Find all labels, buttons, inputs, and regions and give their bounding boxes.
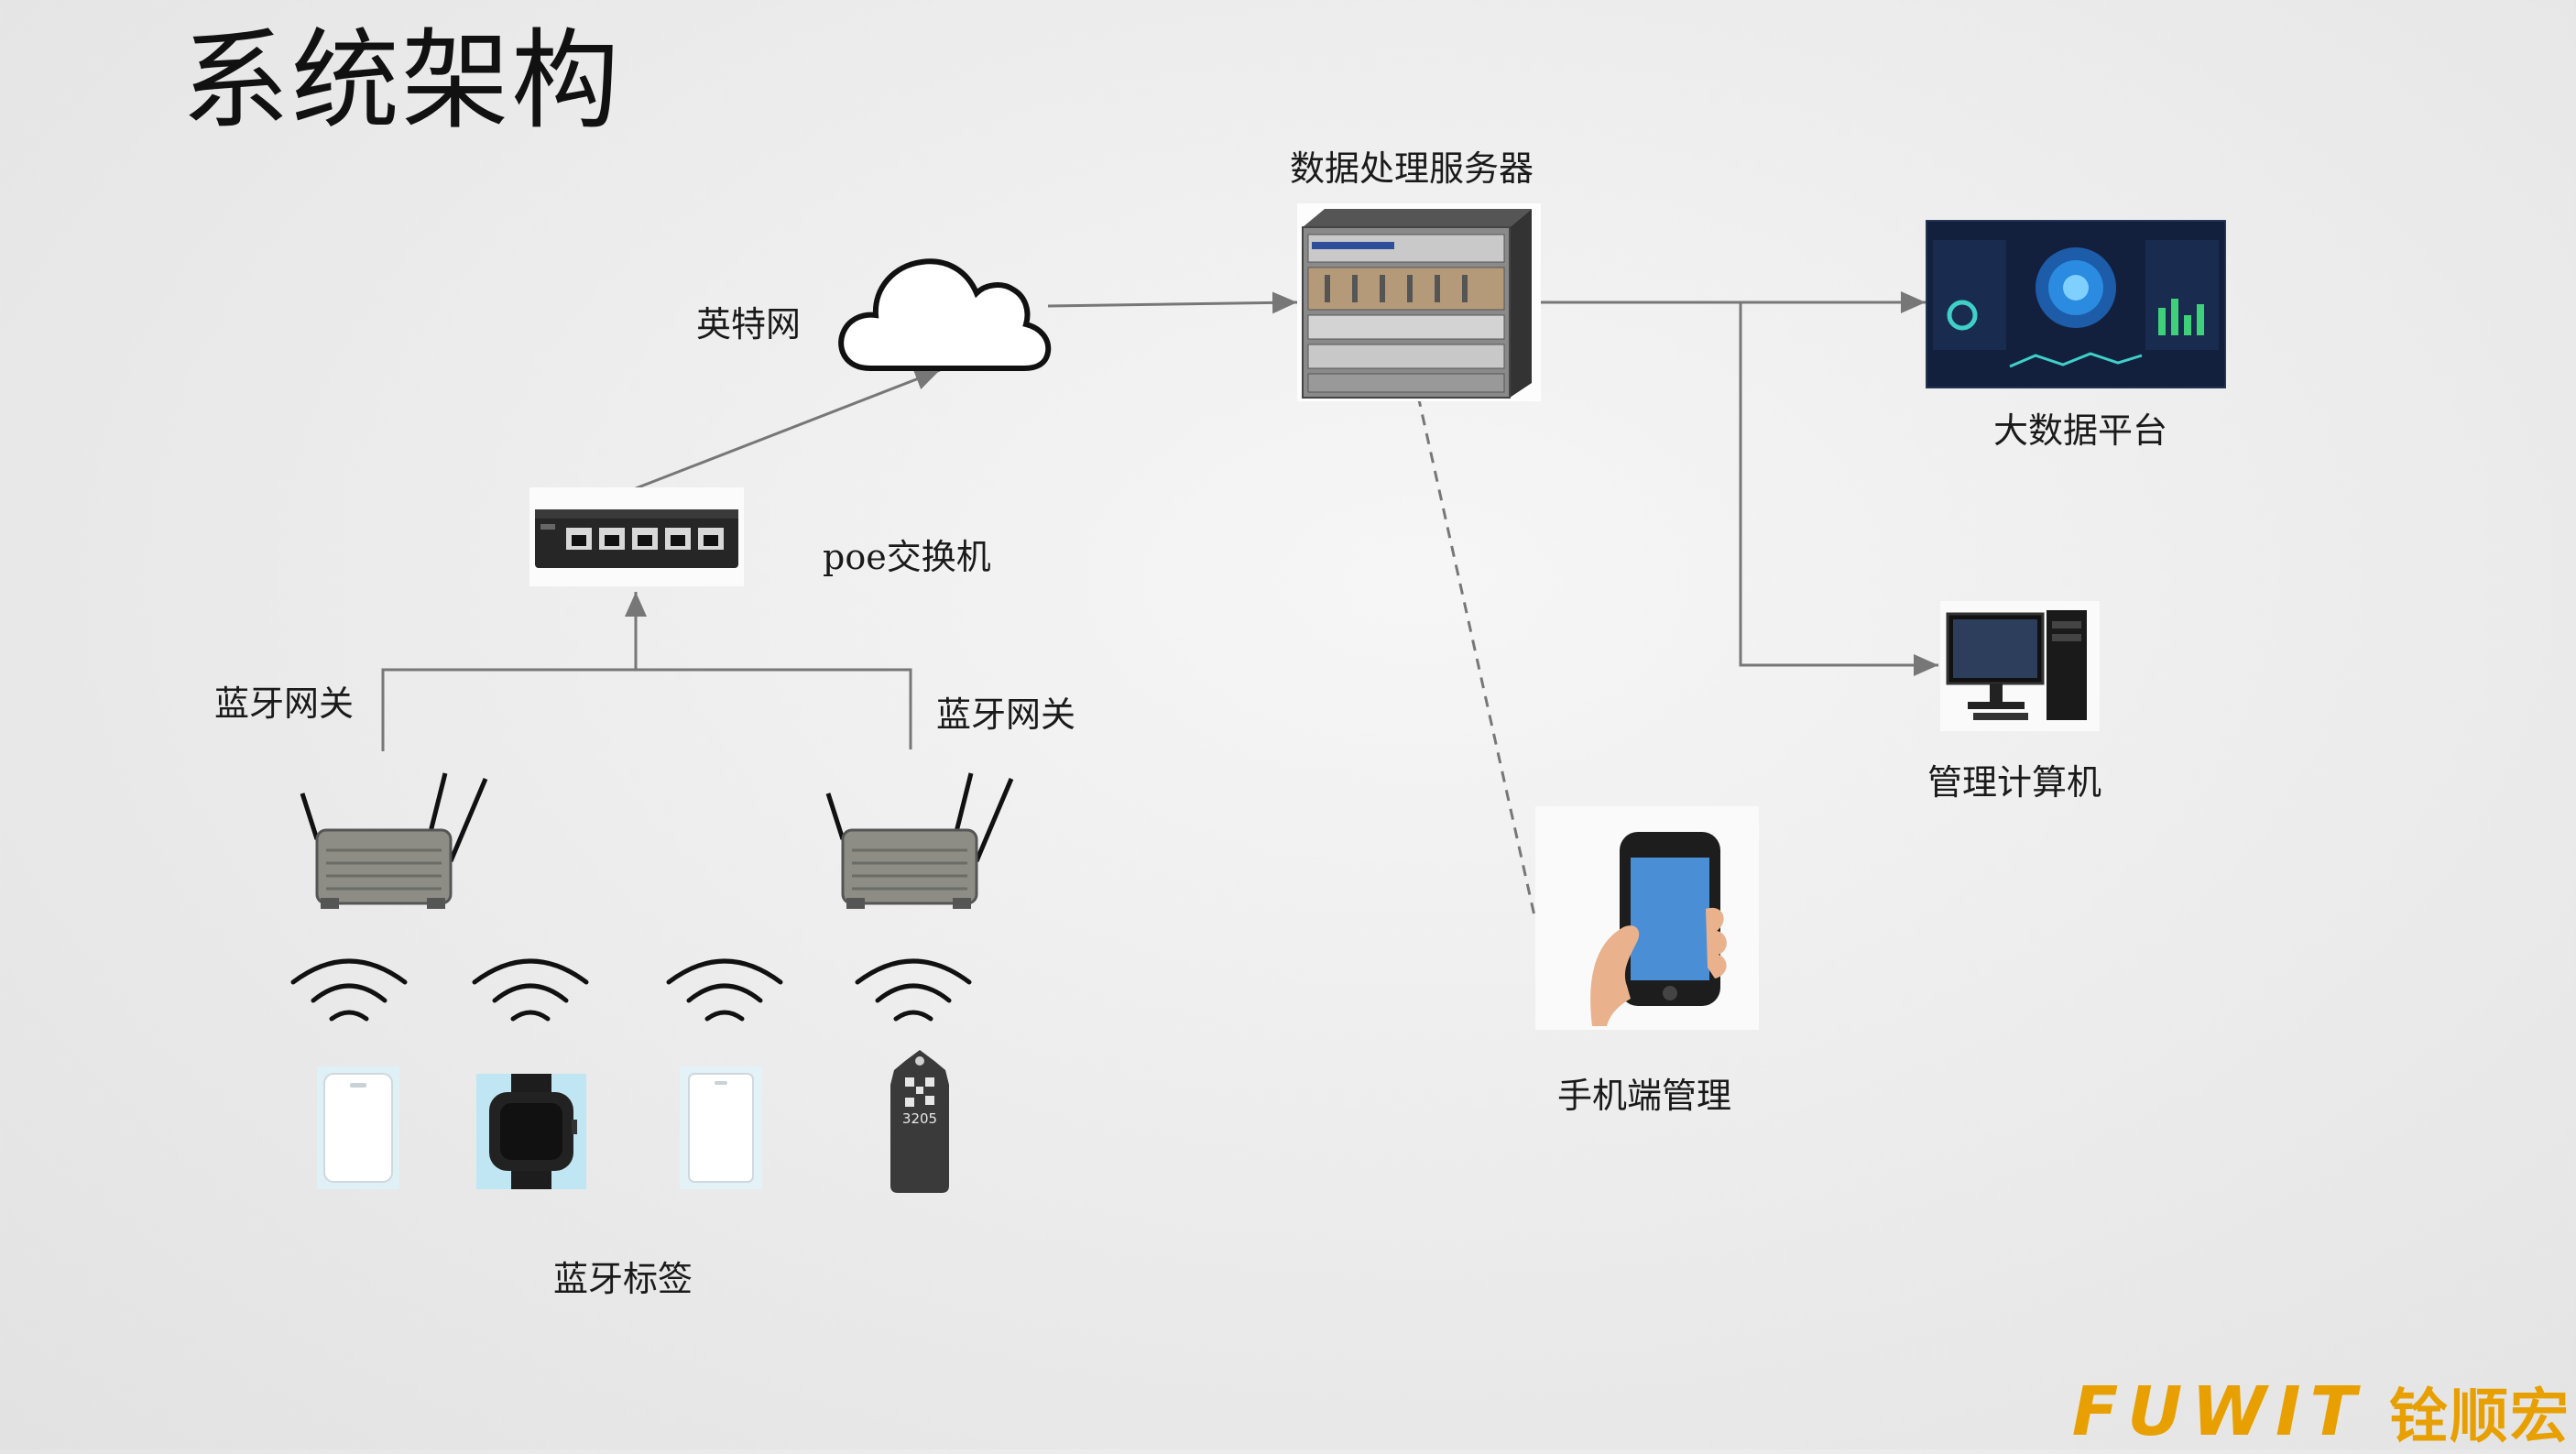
- cloud-icon: [838, 258, 1052, 371]
- wifi-signal-icon: [855, 958, 972, 1022]
- poe-switch-icon: [529, 487, 744, 586]
- label-big-data: 大数据平台: [1993, 410, 2168, 451]
- line-gateway-left: [381, 668, 912, 751]
- line-server-to-pc: [1739, 302, 1938, 676]
- card-tag-icon: [680, 1066, 762, 1189]
- card-tag-icon: [317, 1066, 399, 1189]
- logo-cn: 铨顺宏: [2389, 1383, 2571, 1451]
- bluetooth-gateway-left-icon: [300, 772, 488, 909]
- line-cloud-to-server: [1047, 291, 1298, 314]
- key-fob-tag-icon: 3205: [890, 1050, 949, 1193]
- desktop-computer-icon: [1940, 601, 2100, 731]
- label-mobile: 手机端管理: [1557, 1076, 1732, 1116]
- mobile-phone-icon: [1535, 806, 1759, 1030]
- wifi-signal-icon: [290, 958, 408, 1022]
- bluetooth-gateway-right-icon: [825, 772, 1014, 909]
- company-logo: FUWIT 铨顺宏: [2072, 1372, 2571, 1451]
- line-server-to-mobile: [1416, 395, 1537, 921]
- label-server: 数据处理服务器: [1290, 148, 1534, 189]
- label-admin-pc: 管理计算机: [1927, 762, 2102, 803]
- label-poe-switch: poe交换机: [823, 537, 991, 577]
- logo-en: FUWIT: [2071, 1372, 2365, 1451]
- label-bluetooth-tags: 蓝牙标签: [553, 1259, 693, 1299]
- label-gateway-right: 蓝牙网关: [936, 694, 1076, 735]
- wifi-signal-icon: [666, 958, 783, 1022]
- line-switch-to-cloud: [635, 368, 941, 490]
- tag-number: 3205: [902, 1110, 937, 1127]
- wifi-signal-icon: [472, 958, 589, 1022]
- label-gateway-left: 蓝牙网关: [214, 683, 355, 724]
- page-title: 系统架构: [181, 17, 622, 144]
- label-internet: 英特网: [696, 304, 802, 344]
- dashboard-screen-icon: [1926, 220, 2226, 388]
- server-icon: [1297, 203, 1541, 401]
- smart-watch-tag-icon: [476, 1074, 586, 1189]
